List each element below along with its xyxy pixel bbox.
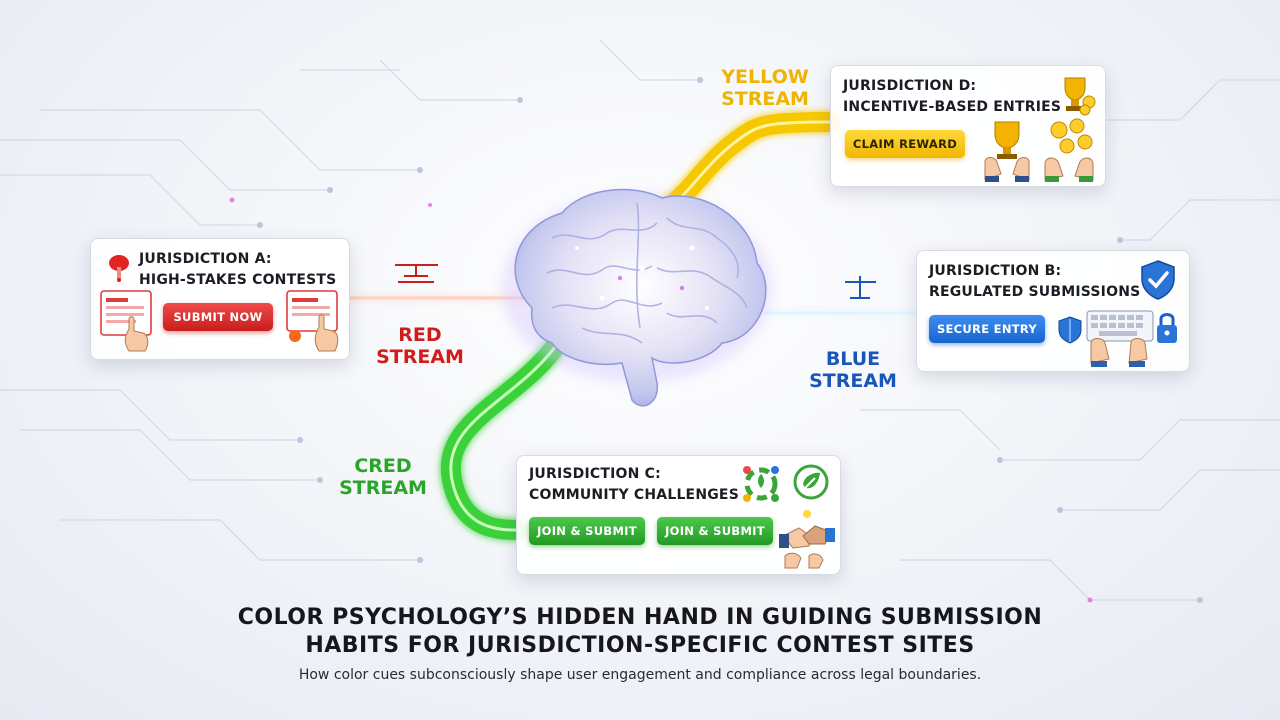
scale-icon	[845, 276, 876, 299]
blue-stream-label-line2: STREAM	[809, 370, 897, 392]
card-b-title-line1: JURISDICTION B:	[929, 263, 1062, 279]
main-title-line1: COLOR PSYCHOLOGY’S HIDDEN HAND IN GUIDIN…	[237, 605, 1043, 630]
green-stream-label-line2: STREAM	[339, 477, 427, 499]
leaf-check-icon	[793, 464, 829, 500]
keyboard-lock-icon	[1086, 310, 1177, 367]
target-form-icon	[286, 290, 339, 352]
card-c-title-line2: COMMUNITY CHALLENGES	[529, 487, 739, 503]
red-stream-label: RED STREAM	[355, 324, 485, 368]
card-b-title-line2: REGULATED SUBMISSIONS	[929, 284, 1141, 300]
card-jurisdiction-a: JURISDICTION A: HIGH-STAKES CONTESTS SUB…	[90, 238, 350, 360]
gauge-icon	[395, 264, 438, 283]
shield-icon	[1058, 316, 1082, 344]
secure-entry-button[interactable]: SECURE ENTRY	[929, 315, 1045, 343]
card-jurisdiction-b: JURISDICTION B: REGULATED SUBMISSIONS SE…	[916, 250, 1190, 372]
brain-icon	[502, 188, 772, 407]
blue-stream-label-line1: BLUE	[825, 348, 881, 370]
card-a-title-line1: JURISDICTION A:	[139, 251, 272, 267]
claim-reward-button[interactable]: CLAIM REWARD	[845, 130, 965, 158]
main-title: COLOR PSYCHOLOGY’S HIDDEN HAND IN GUIDIN…	[140, 604, 1140, 660]
trophy-hands-icon	[984, 121, 1030, 182]
card-c-title-line1: JURISDICTION C:	[529, 466, 661, 482]
card-jurisdiction-c: JURISDICTION C: COMMUNITY CHALLENGES JOI…	[516, 455, 841, 575]
community-icon	[743, 466, 779, 502]
subtitle: How color cues subconsciously shape user…	[298, 667, 982, 683]
coins-hand-icon	[1044, 118, 1094, 182]
shield-check-icon	[1141, 260, 1175, 300]
red-stream-label-line2: STREAM	[376, 346, 464, 368]
handshake-icon	[779, 510, 835, 569]
card-a-title-line2: HIGH-STAKES CONTESTS	[139, 272, 337, 288]
green-stream-label-line1: CRED	[354, 455, 412, 477]
yellow-stream-label-line2: STREAM	[721, 88, 809, 110]
card-d-title-line2: INCENTIVE-BASED ENTRIES	[843, 99, 1062, 115]
yellow-stream-label-line1: YELLOW	[721, 66, 809, 88]
card-jurisdiction-d: JURISDICTION D: INCENTIVE-BASED ENTRIES …	[830, 65, 1106, 187]
main-title-line2: HABITS FOR JURISDICTION-SPECIFIC CONTEST…	[305, 633, 975, 658]
join-submit-button-2[interactable]: JOIN & SUBMIT	[657, 517, 773, 545]
form-hand-icon	[100, 290, 152, 352]
blue-stream-label: BLUE STREAM	[788, 348, 918, 392]
green-stream-label: CRED STREAM	[318, 455, 448, 499]
red-stream-label-line1: RED	[398, 324, 442, 346]
submit-now-button[interactable]: SUBMIT NOW	[163, 303, 273, 331]
card-d-title-line1: JURISDICTION D:	[843, 78, 977, 94]
red-pin-icon	[109, 255, 129, 282]
join-submit-button-1[interactable]: JOIN & SUBMIT	[529, 517, 645, 545]
yellow-stream-label: YELLOW STREAM	[700, 66, 830, 110]
trophy-coin-icon	[1064, 77, 1096, 116]
